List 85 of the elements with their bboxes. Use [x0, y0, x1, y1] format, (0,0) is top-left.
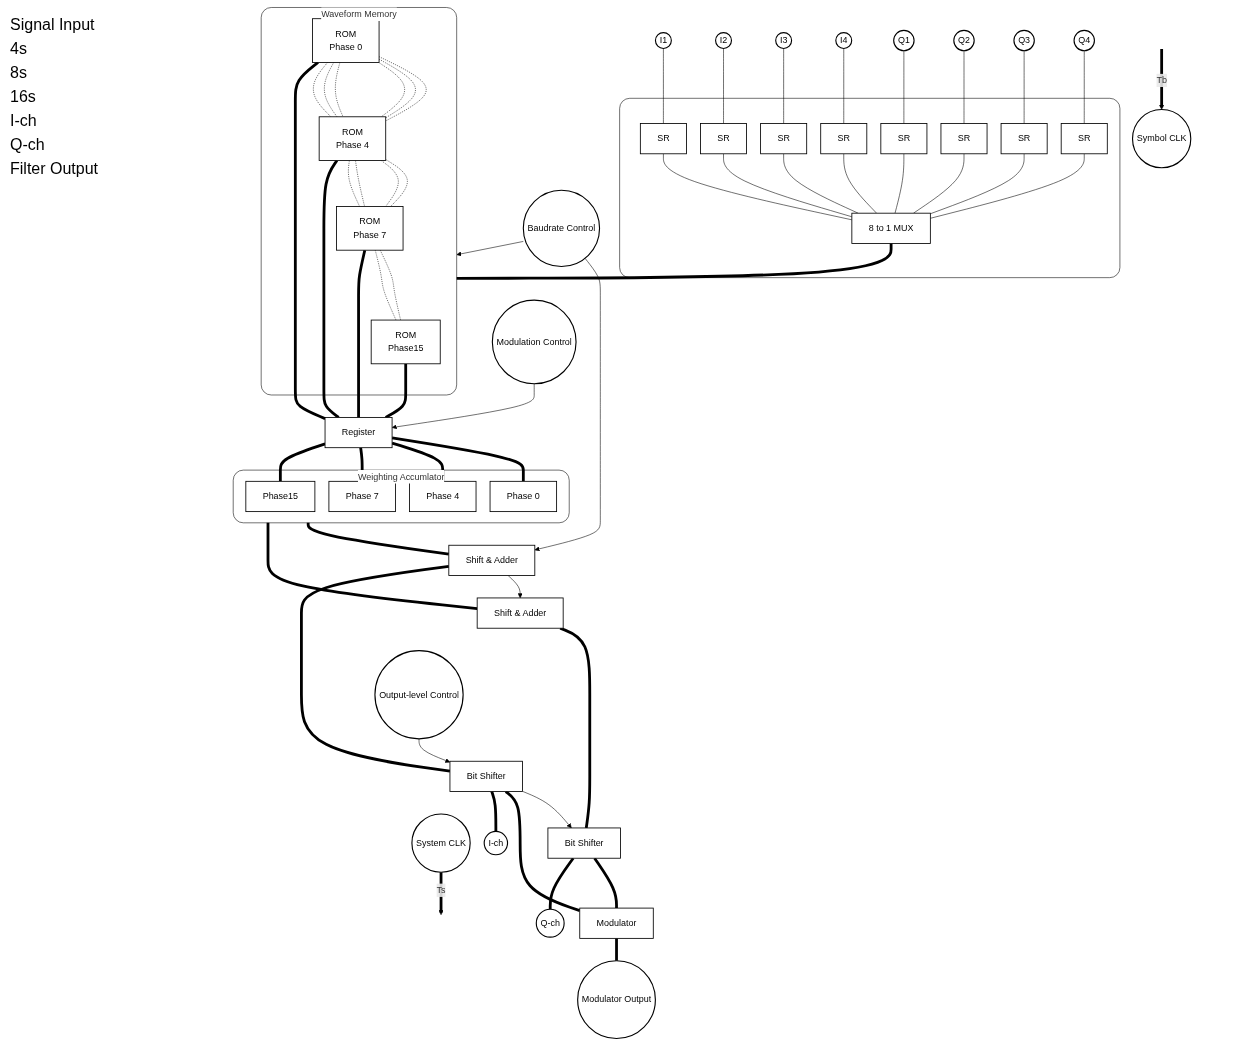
node-box: SR — [760, 123, 808, 155]
connector — [1083, 50, 1085, 124]
node-circle: Q2 — [953, 29, 975, 52]
edge-label: Ts — [436, 885, 446, 895]
node-box: Shift & Adder — [476, 597, 564, 629]
cluster — [619, 98, 1121, 278]
node-circle: Output-level Control — [374, 650, 464, 740]
connector — [1023, 50, 1025, 124]
connector — [384, 363, 408, 419]
connector — [903, 50, 905, 124]
arrow — [1159, 48, 1165, 110]
connector — [313, 62, 332, 118]
connector — [385, 159, 408, 207]
node-box: SR — [1060, 123, 1108, 155]
label-text: Signal Input — [10, 16, 96, 34]
node-box: SR — [1000, 123, 1048, 155]
node-circle: I3 — [775, 32, 793, 50]
connector — [335, 62, 344, 118]
node-box: Shift & Adder — [448, 544, 536, 576]
connector — [559, 626, 592, 829]
node-circle: Q3 — [1013, 29, 1035, 52]
label-text: 8s — [10, 64, 28, 82]
node-box: SR — [820, 123, 868, 155]
node-box: Register — [324, 417, 393, 449]
node-circle: I2 — [715, 32, 733, 50]
connector — [306, 522, 449, 556]
node-box: Phase 4 — [409, 480, 477, 512]
connector — [593, 857, 618, 909]
connector — [663, 48, 664, 124]
connector — [381, 160, 399, 207]
connector — [913, 153, 965, 214]
connector — [548, 857, 575, 910]
node-circle: Baudrate Control — [522, 189, 601, 267]
connector — [355, 160, 365, 207]
connector — [378, 56, 427, 122]
label-text: 4s — [10, 40, 28, 58]
connector — [324, 62, 338, 118]
node-box: Phase 0 — [489, 480, 558, 512]
node-box: SR — [700, 123, 747, 155]
node-circle: Modulator Output — [577, 960, 656, 1040]
connector — [783, 153, 859, 214]
connector — [490, 791, 498, 832]
node-box: Phase15 — [245, 480, 316, 512]
connector — [357, 249, 367, 418]
node-box: ROM Phase 0 — [312, 18, 380, 63]
node-box: ROM Phase 4 — [318, 116, 387, 161]
node-box: SR — [940, 123, 988, 155]
connector — [723, 48, 724, 124]
connector — [783, 48, 784, 124]
node-circle: I1 — [654, 32, 672, 50]
label-text: Filter Output — [10, 160, 100, 178]
node-circle: System CLK — [411, 813, 471, 873]
connector — [348, 160, 360, 207]
connector — [322, 159, 340, 419]
node-circle: I-ch — [483, 830, 509, 856]
node-circle: Q-ch — [535, 908, 565, 938]
edge-label: Tb — [1156, 75, 1167, 85]
connector — [266, 522, 478, 610]
connector — [843, 48, 845, 124]
node-box: Bit Shifter — [547, 827, 621, 859]
node-box: 8 to 1 MUX — [851, 212, 931, 244]
node-box: Bit Shifter — [449, 760, 523, 792]
node-circle: Modulation Control — [491, 299, 577, 385]
node-circle: Q4 — [1073, 29, 1095, 52]
node-circle: Symbol CLK — [1131, 108, 1192, 169]
label-text: Q-ch — [10, 136, 46, 154]
connector — [278, 442, 326, 482]
label-text: I-ch — [10, 112, 38, 130]
connector — [723, 153, 853, 218]
connector — [615, 938, 618, 961]
node-box: ROM Phase 7 — [336, 206, 404, 251]
connector — [378, 62, 405, 118]
connector — [378, 58, 416, 119]
node-box: ROM Phase15 — [370, 319, 441, 365]
connector — [930, 153, 1085, 219]
connector — [930, 153, 1025, 215]
node-box: SR — [639, 123, 687, 155]
node-circle: Q1 — [893, 29, 915, 52]
node-box: Modulator — [579, 907, 654, 939]
node-box: SR — [880, 123, 928, 155]
label-text: 16s — [10, 88, 37, 106]
connector — [963, 50, 965, 124]
connector — [663, 153, 853, 221]
connector — [293, 61, 326, 420]
node-circle: I4 — [835, 32, 853, 50]
